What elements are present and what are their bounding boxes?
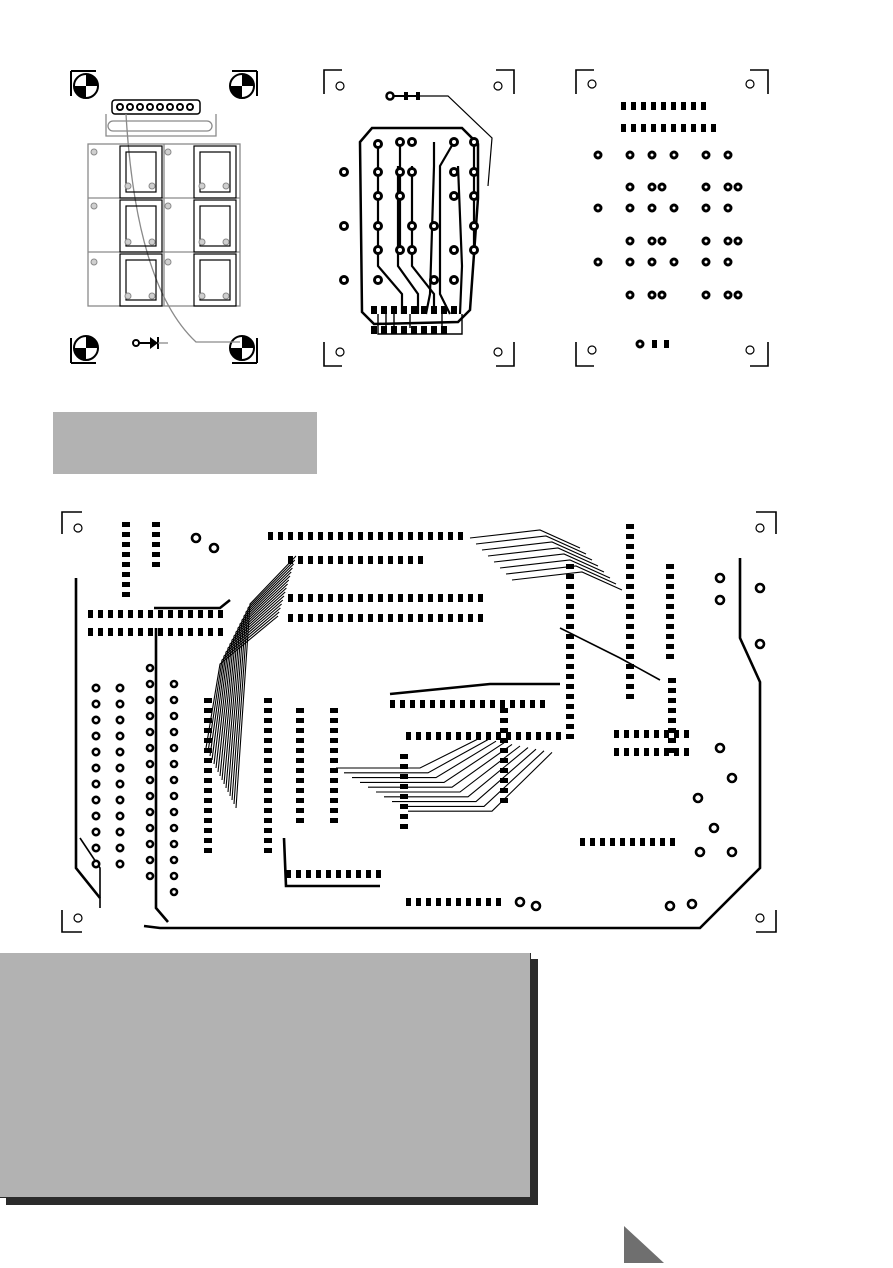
pcb-copper-traces-icon (323, 69, 515, 367)
registration-mark-icon (229, 70, 258, 99)
pcb-component-layout-icon (70, 70, 258, 364)
caption-panel (0, 953, 531, 1198)
registration-mark-icon (70, 335, 99, 364)
registration-mark-icon (70, 70, 99, 99)
page-corner-triangle-icon (624, 1226, 664, 1268)
pcb-pad-layout-icon (575, 69, 769, 367)
display-board-component-layout (66, 66, 262, 370)
display-board-copper-side (322, 66, 516, 370)
main-board-copper-side (60, 508, 778, 936)
display-board-pad-layout (574, 66, 770, 370)
registration-mark-icon (229, 335, 258, 364)
label-panel (53, 412, 317, 474)
pcb-copper-traces-icon (61, 511, 777, 933)
